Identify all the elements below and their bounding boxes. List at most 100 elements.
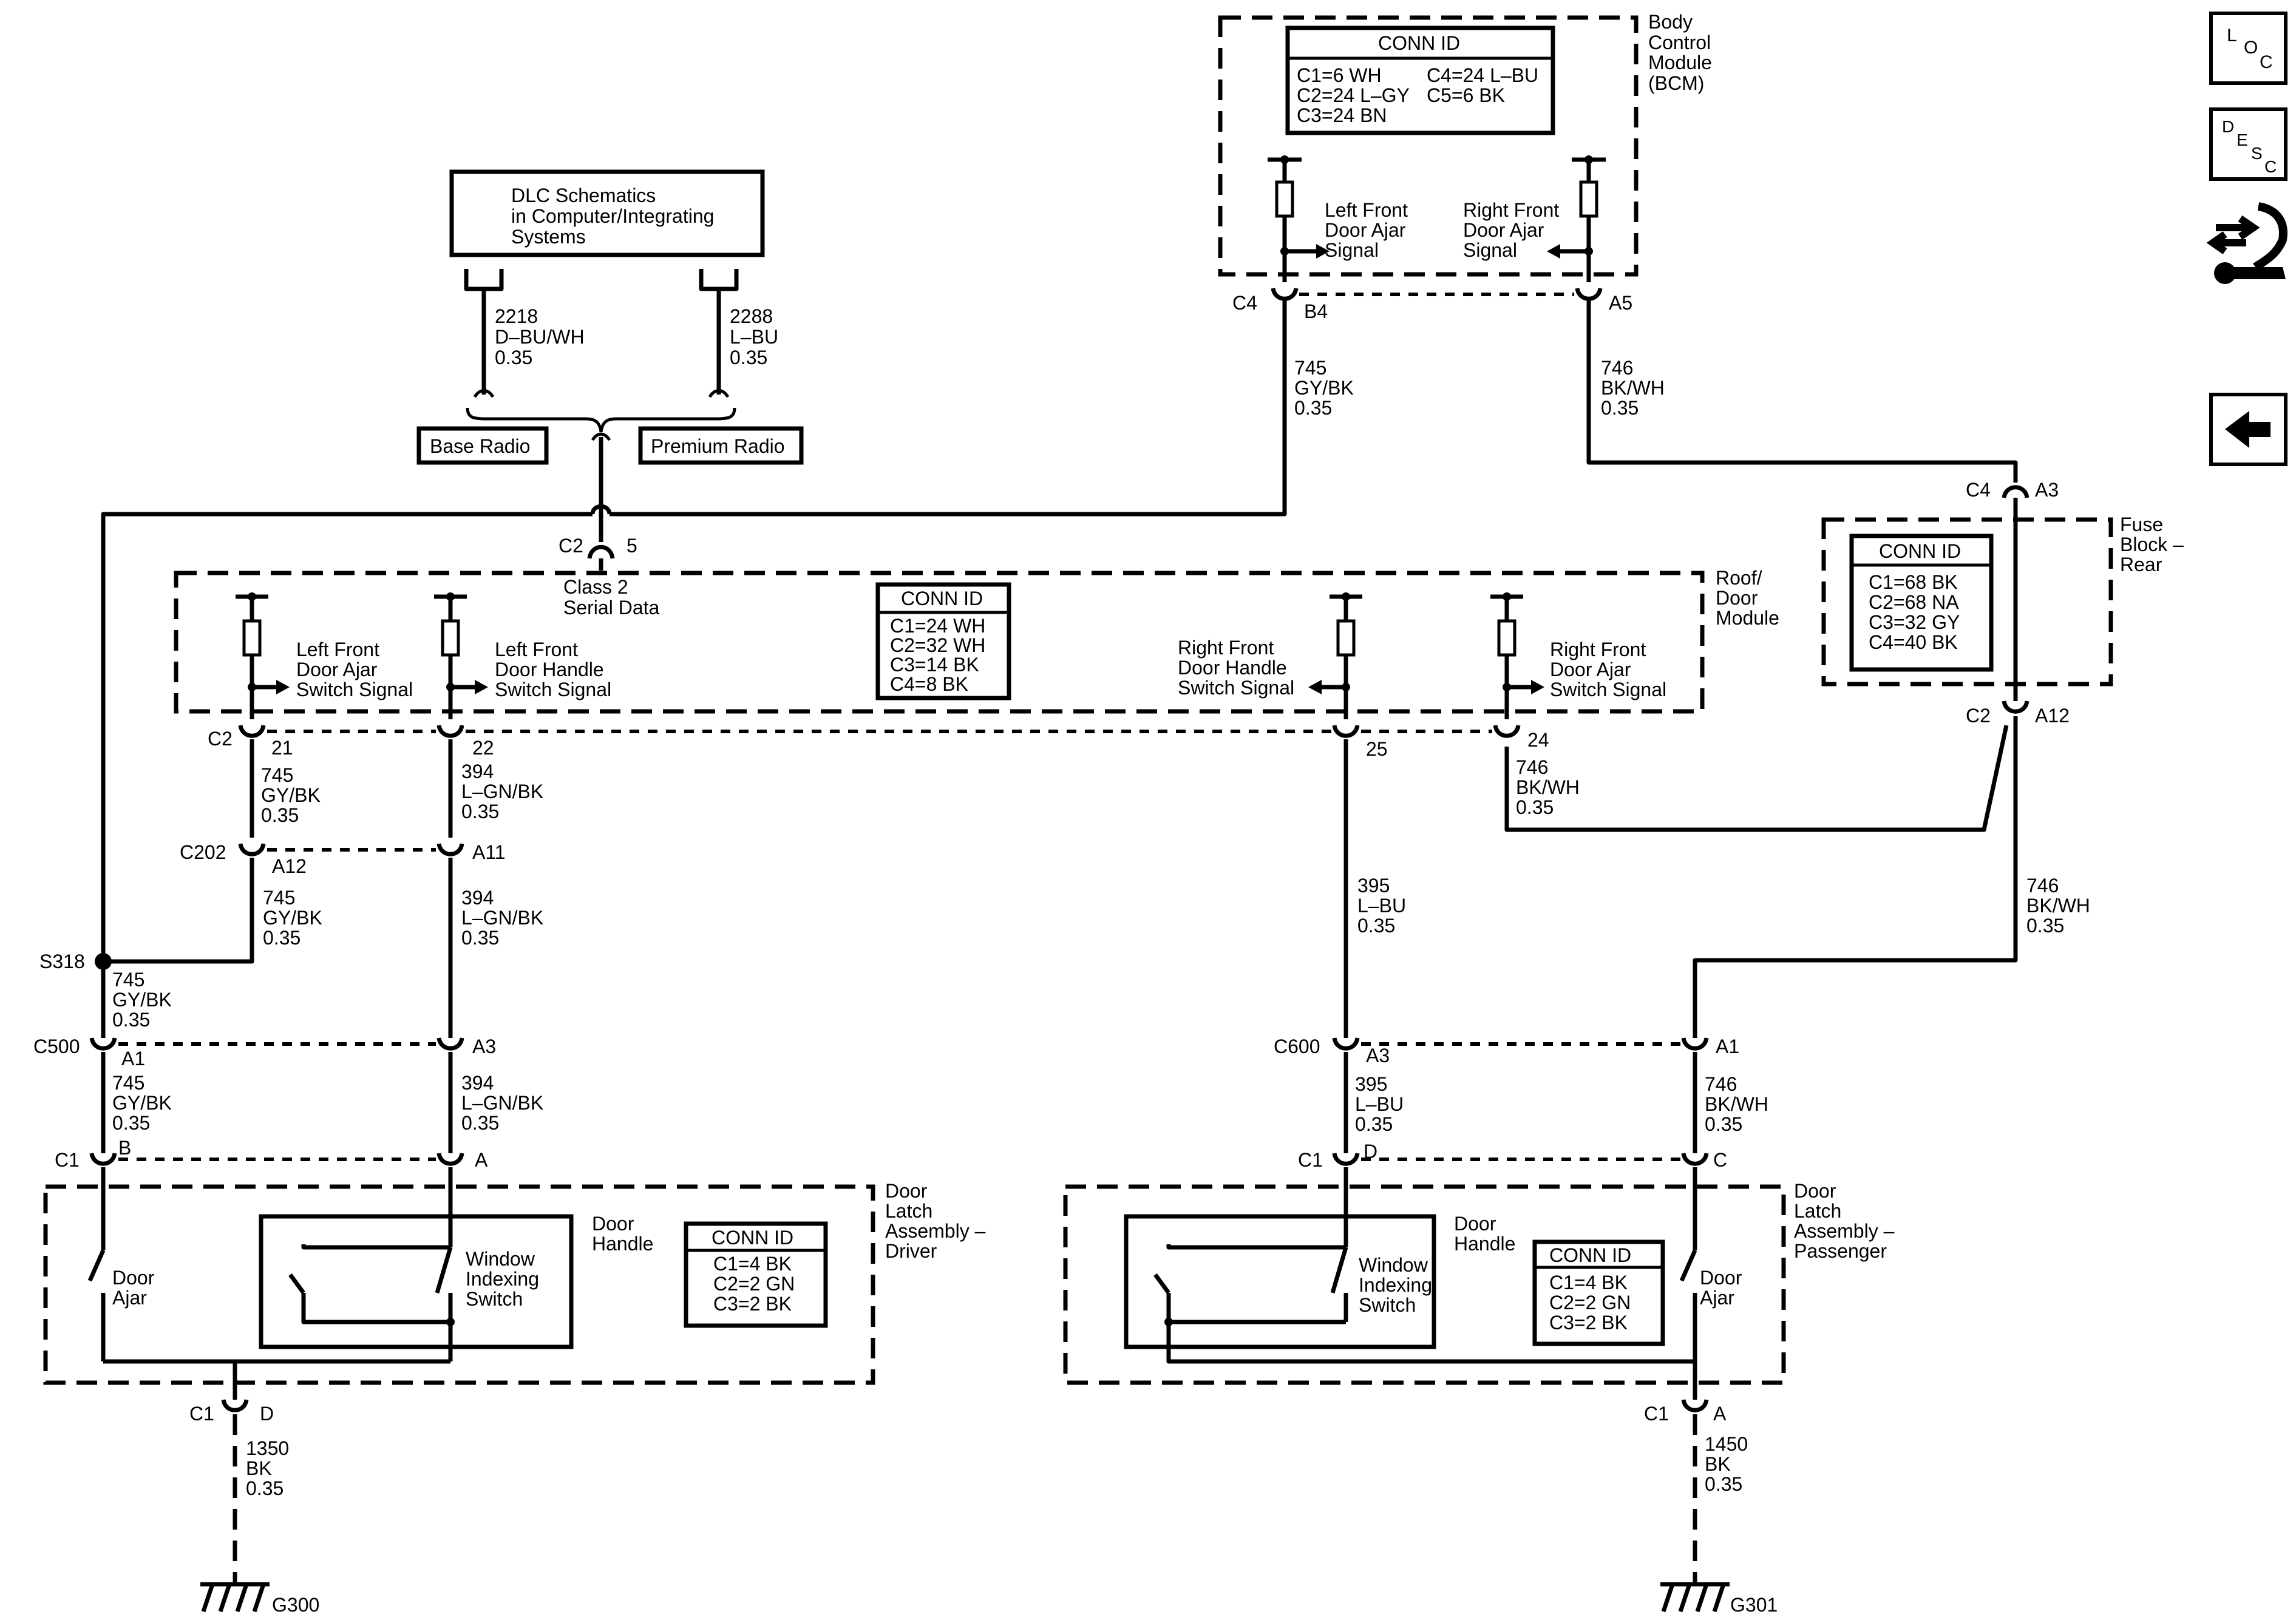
pass-conn-id-header: CONN ID: [1549, 1244, 1631, 1266]
w746-bcm-size: 0.35: [1601, 397, 1639, 419]
desc-letter-d: D: [2222, 117, 2234, 136]
driver-window-switch-1: Window: [466, 1248, 535, 1270]
roof-rf-ajar-1: Right Front: [1550, 639, 1646, 660]
dlc-schematics-box: DLC Schematics in Computer/Integrating S…: [449, 169, 765, 257]
fuse-block-title: Fuse Block – Rear: [2120, 514, 2184, 575]
roof-lf-ajar-resistor: [242, 619, 262, 657]
bcm-c4-b4-connector: [1271, 288, 1299, 301]
driver-window-switch-3: Switch: [466, 1288, 523, 1310]
roof-rf-handle-1: Right Front: [1178, 637, 1274, 659]
w395-mid-number: 395: [1357, 875, 1390, 897]
premium-radio-label: Premium Radio: [651, 435, 785, 457]
roof-conn-c3: C3=14 BK: [890, 654, 979, 676]
pass-conn-c2: C2=2 GN: [1549, 1292, 1631, 1314]
roof-lf-handle-1: Left Front: [495, 639, 578, 660]
driver-latch-title: Door Latch Assembly – Driver: [885, 1180, 986, 1262]
roof-c2-pin25-connector: [1332, 725, 1360, 738]
desc-button[interactable]: D E S C: [2209, 107, 2288, 181]
pass-gnd-c1-label: C1: [1644, 1403, 1669, 1425]
class2-c2-label: C2: [559, 535, 583, 557]
bcm-rf-signal-2: Door Ajar: [1463, 219, 1544, 241]
c500-pin-a1: A1: [121, 1048, 145, 1070]
roof-title-2: Door: [1716, 587, 1758, 609]
pass-conn-c1: C1=4 BK: [1549, 1272, 1628, 1293]
w745-c2-number: 745: [261, 764, 293, 786]
wire-2288-color: L–BU: [730, 326, 778, 348]
roof-title-3: Module: [1716, 607, 1779, 629]
w395-c600-color: L–BU: [1355, 1093, 1404, 1115]
c600-a3-connector: [1332, 1037, 1360, 1051]
roof-c2-pin24-connector: [1493, 725, 1521, 738]
pass-c1-d-connector: [1332, 1153, 1360, 1166]
w1450-number: 1450: [1705, 1433, 1748, 1455]
fuse-c2-pin-a12: A12: [2035, 705, 2070, 727]
bcm-lf-signal-3: Signal: [1325, 239, 1379, 261]
roof-lf-handle-2: Door Handle: [495, 659, 604, 680]
loc-button[interactable]: L O C: [2209, 12, 2288, 85]
c202-pin-a11: A11: [472, 841, 506, 863]
w394-c500-number: 394: [461, 1072, 494, 1094]
w1350-size: 0.35: [246, 1477, 284, 1499]
roof-lf-ajar-2: Door Ajar: [296, 659, 378, 680]
pass-gnd-pin-a: A: [1713, 1403, 1727, 1425]
w745-bcm-number: 745: [1294, 357, 1326, 379]
roof-title-1: Roof/: [1716, 567, 1762, 589]
driver-handle-2: Handle: [592, 1233, 653, 1255]
pass-door-ajar-1: Door: [1700, 1267, 1742, 1289]
w395-c600-size: 0.35: [1355, 1113, 1393, 1135]
c600-a1-connector: [1681, 1037, 1709, 1051]
pass-c1-pin-c: C: [1713, 1149, 1727, 1171]
desc-letter-s: S: [2251, 144, 2263, 163]
driver-gnd-c1-label: C1: [189, 1403, 214, 1425]
roof-pin-25: 25: [1366, 738, 1388, 760]
wire-2218-number: 2218: [495, 305, 538, 327]
bcm-c4-label: C4: [1232, 292, 1257, 314]
pass-door-ajar-2: Ajar: [1700, 1287, 1734, 1309]
w394-c202-color: L–GN/BK: [461, 907, 543, 929]
bcm-pin-b4: B4: [1304, 300, 1328, 322]
w746-c600-color: BK/WH: [1705, 1093, 1768, 1115]
bcm-title-2: Control: [1648, 32, 1711, 53]
class2-label-2: Serial Data: [563, 597, 660, 619]
driver-title-1: Door: [885, 1180, 928, 1202]
driver-c1-label: C1: [55, 1149, 80, 1171]
driver-latch-outline: [43, 1184, 875, 1385]
w1350-color: BK: [246, 1457, 272, 1479]
bcm-conn-c1: C1=6 WH: [1297, 64, 1382, 86]
driver-c1-pin-a: A: [475, 1149, 488, 1171]
pass-conn-c3: C3=2 BK: [1549, 1312, 1628, 1334]
s318-label: S318: [39, 951, 85, 972]
roof-rf-ajar-2: Door Ajar: [1550, 659, 1631, 680]
bcm-conn-id-table: CONN ID C1=6 WH C2=24 L–GY C3=24 BN C4=2…: [1285, 25, 1555, 135]
roof-pin-21: 21: [271, 737, 293, 759]
w745-c202-number: 745: [263, 887, 295, 909]
w395-c600-number: 395: [1355, 1073, 1387, 1095]
dlc-line-3: Systems: [511, 226, 586, 248]
w746-c2-size: 0.35: [1516, 796, 1554, 818]
roof-conn-id-table: CONN ID C1=24 WH C2=32 WH C3=14 BK C4=8 …: [875, 582, 1011, 700]
repair-tools-icon[interactable]: [2206, 202, 2288, 284]
w745-c500-size: 0.35: [112, 1112, 150, 1134]
roof-c2-pin22-connector: [436, 725, 464, 738]
driver-gnd-pin-d: D: [260, 1403, 274, 1425]
premium-radio-box: Premium Radio: [638, 426, 804, 465]
w745-s318-number: 745: [112, 969, 144, 991]
c500-a3-connector: [436, 1037, 464, 1051]
bcm-conn-id-header: CONN ID: [1378, 32, 1460, 54]
roof-conn-id-header: CONN ID: [901, 588, 983, 609]
bcm-conn-c5: C5=6 BK: [1427, 84, 1505, 106]
w394-c500-size: 0.35: [461, 1112, 499, 1134]
driver-title-3: Assembly –: [885, 1220, 986, 1242]
driver-title-4: Driver: [885, 1240, 937, 1262]
bcm-rf-resistor: [1579, 180, 1598, 218]
fuse-conn-c4: C4=40 BK: [1869, 631, 1958, 653]
roof-rf-ajar-3: Switch Signal: [1550, 679, 1666, 700]
driver-door-ajar-2: Ajar: [112, 1287, 147, 1309]
loc-letter-o: O: [2244, 38, 2258, 58]
dlc-line-2: in Computer/Integrating: [511, 205, 714, 227]
passenger-latch-outline: [1063, 1184, 1786, 1385]
back-button[interactable]: [2209, 393, 2288, 466]
w746-fuse-number: 746: [2026, 875, 2059, 897]
roof-pin-22: 22: [472, 737, 494, 759]
